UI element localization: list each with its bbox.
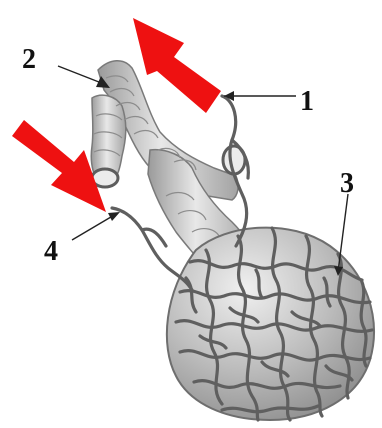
outflow-arrow [133, 18, 221, 113]
leader-2 [58, 66, 104, 84]
label-3: 3 [340, 168, 354, 199]
leader-4-head [108, 212, 120, 221]
label-1: 1 [300, 86, 314, 117]
label-4: 4 [44, 236, 58, 267]
leader-4 [72, 214, 116, 240]
label-2: 2 [22, 44, 36, 75]
